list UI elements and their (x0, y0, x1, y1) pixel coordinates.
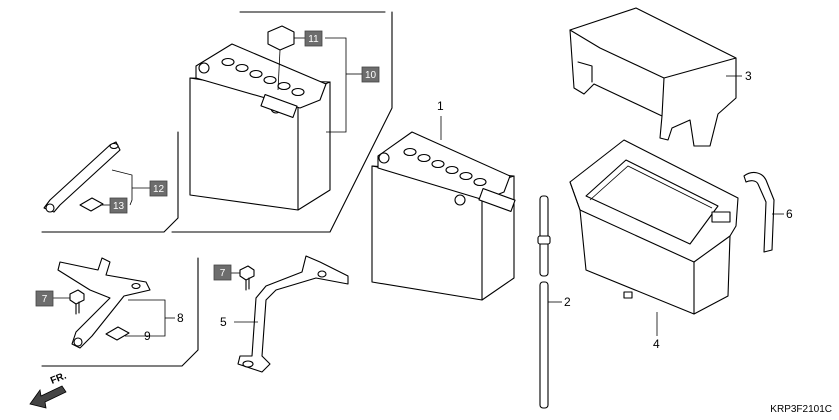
battery-box-illustration (569, 139, 739, 315)
battery-band-illustration (43, 141, 121, 213)
terminal-caps (221, 57, 305, 97)
label-battery-cover: 3 (745, 69, 752, 83)
front-direction-arrow: FR. (29, 370, 68, 409)
battery-setting-plate-illustration (57, 257, 151, 349)
battery-set-illustration (189, 25, 331, 211)
label-band-pad: 13 (113, 201, 125, 212)
label-battery-main: 1 (437, 99, 444, 113)
label-battery-box: 4 (653, 337, 660, 351)
label-bolt-mid: 7 (220, 268, 226, 279)
panel-dividers (41, 11, 393, 367)
bolt-mid-illustration (239, 265, 255, 291)
battery-cap-shape (267, 25, 295, 51)
front-direction-label: FR. (49, 370, 68, 386)
label-battery-set: 10 (365, 70, 377, 81)
diagram-code: KRP3F2101C (770, 404, 832, 415)
battery-cover-illustration (569, 7, 737, 147)
breather-tube-illustration (537, 195, 551, 409)
bent-tube-illustration (743, 171, 775, 253)
label-battery-cap: 11 (308, 34, 319, 45)
label-bent-tube: 6 (786, 207, 793, 221)
label-battery-bracket: 5 (220, 315, 227, 329)
label-bolt-left: 7 (42, 294, 48, 305)
label-battery-setting-plate: 8 (177, 311, 184, 325)
label-breather-tube-cut: 2 (564, 295, 571, 309)
battery-main-illustration (371, 131, 516, 301)
label-plate-pad: 9 (144, 329, 151, 343)
battery-bracket-illustration (237, 255, 349, 373)
bolt-left-illustration (69, 289, 85, 315)
label-battery-band: 12 (153, 184, 165, 195)
